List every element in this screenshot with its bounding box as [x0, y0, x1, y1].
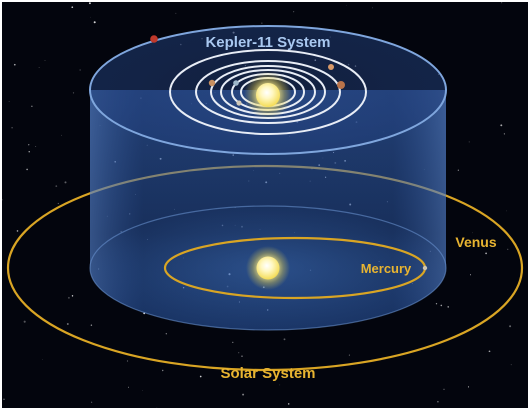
star-dot	[66, 323, 69, 325]
kepler-orbit-5	[195, 60, 341, 124]
star-dot	[485, 252, 487, 255]
star-dot	[348, 354, 350, 356]
star-dot	[437, 400, 439, 403]
star-dot	[71, 295, 74, 297]
star-dot	[156, 407, 158, 408]
star-dot	[507, 248, 509, 250]
star-dot	[510, 364, 512, 366]
cylinder-bottom-rim	[89, 205, 447, 331]
kepler-orbit-6	[169, 49, 367, 135]
star-dot	[467, 386, 470, 388]
planet-icon	[422, 265, 428, 271]
star-dot	[90, 401, 93, 403]
star-dot	[35, 145, 37, 147]
star-dot	[440, 304, 443, 307]
star-dot	[443, 388, 445, 390]
star-dot	[44, 60, 46, 61]
star-dot	[64, 181, 67, 184]
star-dot	[79, 69, 81, 71]
star-dot	[3, 398, 5, 400]
star-dot	[435, 303, 438, 305]
star-dot	[90, 16, 92, 18]
star-dot	[447, 306, 449, 308]
venus-orbit-front	[6, 267, 524, 372]
star-dot	[165, 333, 167, 335]
star-dot	[55, 185, 58, 187]
star-dot	[128, 386, 129, 388]
star-dot	[16, 230, 19, 232]
star-dot	[42, 359, 43, 361]
star-dot	[241, 355, 243, 357]
planet-icon	[337, 81, 345, 89]
star-dot	[199, 375, 202, 378]
star-dot	[287, 403, 290, 405]
star-dot	[28, 151, 30, 153]
star-dot	[279, 384, 281, 386]
star-dot	[471, 232, 473, 234]
star-dot	[345, 4, 347, 6]
star-dot	[468, 141, 470, 143]
star-dot	[238, 352, 240, 354]
star-dot	[93, 21, 96, 24]
planet-icon	[150, 35, 158, 43]
star-dot	[509, 325, 512, 328]
star-dot	[71, 6, 74, 9]
star-dot	[293, 11, 295, 13]
star-dot	[506, 210, 507, 212]
star-dot	[372, 7, 373, 9]
star-dot	[13, 63, 16, 66]
kepler-11-system-label: Kepler-11 System	[205, 34, 330, 51]
star-dot	[23, 320, 26, 323]
planet-icon	[236, 100, 242, 106]
sun-icon	[246, 246, 290, 290]
star-dot	[242, 393, 245, 396]
star-dot	[67, 296, 70, 299]
star-dot	[501, 2, 503, 4]
star-dot	[31, 105, 33, 107]
planet-icon	[233, 80, 239, 86]
star-dot	[500, 124, 503, 127]
star-dot	[283, 338, 286, 341]
star-dot	[232, 341, 234, 344]
star-dot	[142, 390, 143, 391]
star-dot	[175, 12, 177, 14]
planet-icon	[328, 64, 334, 70]
star-dot	[488, 350, 491, 353]
star-dot	[261, 22, 263, 24]
solar-system-label: Solar System	[220, 365, 315, 382]
star-dot	[126, 360, 129, 362]
star-dot	[457, 169, 459, 171]
star-dot	[57, 202, 59, 205]
star-dot	[90, 324, 93, 326]
kepler-11-planets	[150, 35, 345, 106]
star-dot	[469, 274, 472, 276]
star-dot	[28, 144, 30, 146]
star-dot	[8, 101, 10, 102]
star-dot	[161, 369, 164, 372]
venus-label: Venus	[455, 234, 496, 250]
star-dot	[72, 92, 75, 94]
star-dot	[26, 168, 28, 171]
star-dot	[38, 67, 40, 68]
star-dot	[11, 127, 13, 129]
planet-icon	[208, 79, 216, 87]
star-dot	[60, 134, 62, 136]
mercury-label: Mercury	[361, 261, 412, 276]
star-dot	[88, 2, 91, 5]
sun-icon	[244, 71, 292, 119]
star-dot	[503, 133, 505, 135]
